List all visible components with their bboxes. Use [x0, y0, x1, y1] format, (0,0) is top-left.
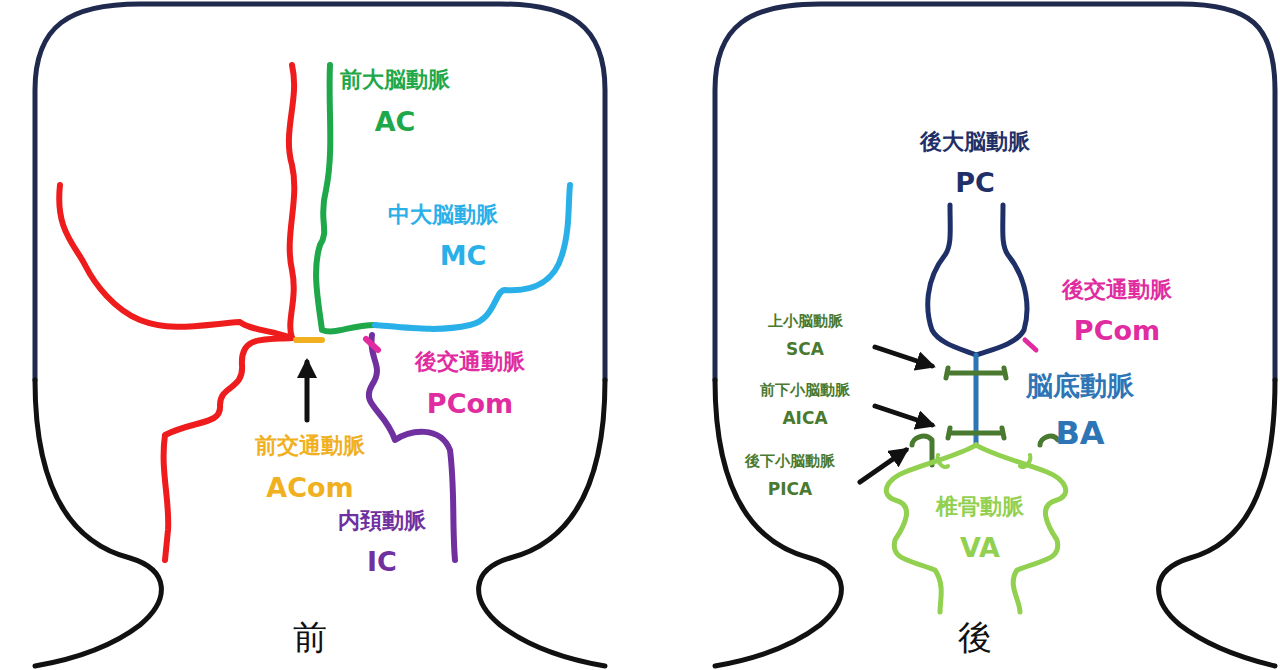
posterior-inferior-cerebellar-artery [1040, 436, 1058, 445]
artery-abbrev: IC [365, 546, 399, 577]
artery-abbrev: MC [438, 240, 489, 271]
head-outline-lower [715, 380, 841, 666]
artery-name: 前下小脳動脈 [758, 382, 852, 399]
posterior-cerebral-artery [976, 205, 1027, 355]
artery-abbrev: PCom [425, 388, 515, 419]
vertebral-artery [976, 445, 1066, 612]
artery-abbrev: AC [373, 106, 418, 137]
leader-arrow [305, 362, 310, 420]
anterior-cerebral-artery [289, 65, 294, 338]
vertebral-artery [938, 455, 1031, 467]
posterior-inferior-cerebellar-artery [912, 436, 932, 465]
leader-arrow [875, 347, 932, 366]
artery-name: 椎骨動脈 [934, 494, 1026, 519]
middle-cerebral-artery [59, 185, 292, 338]
artery-abbrev: PCom [1072, 315, 1162, 346]
head-outline-lower [35, 380, 161, 666]
artery-abbrev: SCA [784, 340, 826, 360]
artery-name: 前大脳動脈 [338, 67, 452, 92]
middle-cerebral-artery [375, 185, 570, 329]
superior-cerebellar-artery [946, 368, 1006, 378]
head-outline-lower [479, 380, 605, 666]
anterior-communicating-artery [296, 337, 322, 343]
posterior-communicating-artery [1025, 340, 1036, 350]
posterior-cerebral-artery [928, 205, 976, 355]
artery-abbrev: BA [1053, 415, 1106, 452]
vertebral-artery [886, 445, 976, 612]
artery-abbrev: PICA [766, 480, 814, 500]
artery-name: 脳底動脈 [1024, 370, 1136, 401]
artery-abbrev: ACom [264, 472, 355, 503]
artery-abbrev: AICA [780, 409, 829, 429]
artery-name: 後大脳動脈 [918, 129, 1032, 154]
view-caption: 後 [956, 618, 994, 657]
artery-name: 前交通動脈 [253, 433, 367, 458]
artery-name: 中大脳動脈 [386, 202, 500, 227]
artery-name: 上小脳動脈 [766, 313, 845, 330]
artery-abbrev: PC [953, 167, 997, 198]
artery-name: 後下小脳動脈 [743, 453, 837, 470]
head-outline-upper [715, 4, 1275, 380]
view-caption: 前 [291, 618, 329, 657]
artery-abbrev: VA [958, 532, 1002, 563]
posterior-communicating-artery [366, 339, 378, 350]
anterior-cerebral-artery [316, 65, 375, 331]
anterior-inferior-cerebellar-artery [948, 428, 1004, 438]
artery-name: 後交通動脈 [1060, 277, 1174, 302]
leader-arrow [860, 450, 906, 482]
head-outline-upper [35, 4, 605, 380]
artery-name: 後交通動脈 [413, 349, 527, 374]
artery-name: 内頚動脈 [336, 508, 428, 533]
head-outline-lower [1159, 380, 1275, 666]
leader-arrow [875, 406, 932, 425]
